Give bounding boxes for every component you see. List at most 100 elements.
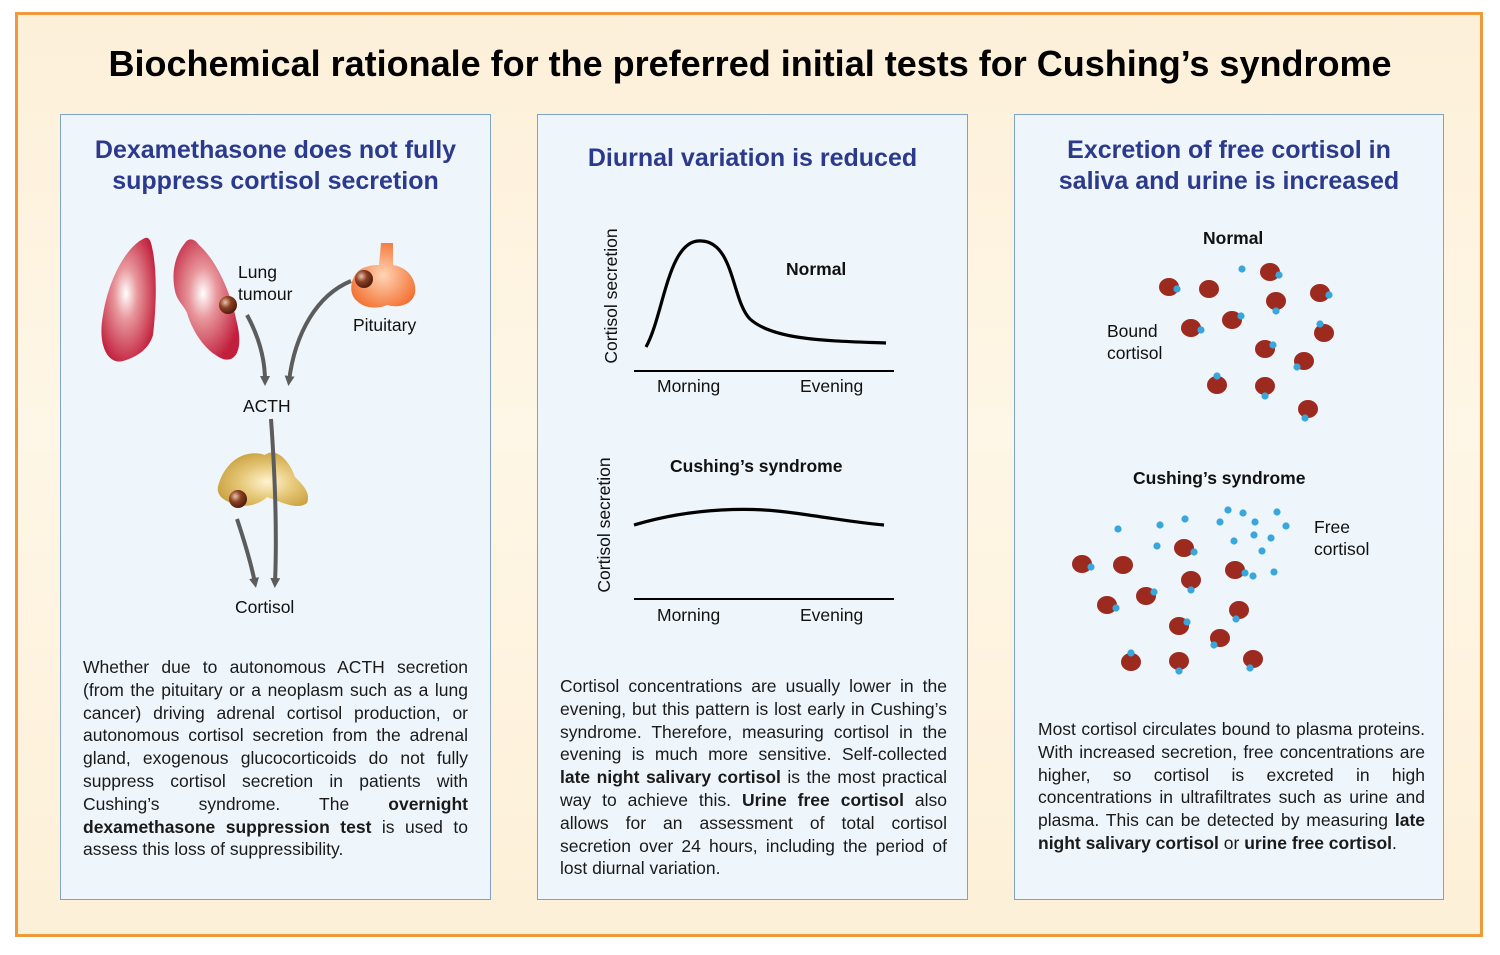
panel-3-title-line-2: saliva and urine is increased — [1058, 167, 1400, 195]
bound-cortisol-dot — [1190, 548, 1198, 556]
free-cortisol-dot — [1181, 515, 1189, 523]
bound-cortisol-dot — [1316, 320, 1324, 328]
plasma-protein-icon — [1169, 652, 1189, 670]
pituitary-icon — [351, 243, 416, 308]
lung-label-line-2: tumour — [238, 284, 293, 304]
free-cortisol-dot — [1251, 518, 1259, 526]
pituitary-label: Pituitary — [353, 315, 417, 335]
free-cortisol-dot — [1114, 525, 1122, 533]
bound-cortisol-dot — [1087, 563, 1095, 571]
arrow-lung-to-acth — [245, 314, 270, 386]
free-cortisol-dot — [1153, 542, 1161, 550]
bound-cortisol-dot — [1213, 372, 1221, 380]
normal-particles — [1159, 263, 1334, 422]
plasma-protein-icon — [1181, 319, 1201, 337]
cushing-morning-label: Morning — [657, 605, 721, 625]
plasma-protein-icon — [1207, 376, 1227, 394]
bound-cortisol-dot — [1197, 326, 1205, 334]
normal-particles-label: Normal — [1203, 228, 1264, 248]
cushing-curve-label: Cushing’s syndrome — [670, 456, 843, 476]
normal-curve — [644, 239, 887, 348]
lung-tumour-icon — [219, 296, 237, 314]
panel-free-cortisol: Excretion of free cortisol in saliva and… — [1014, 114, 1444, 900]
panel-3-desc-bold-2: urine free cortisol — [1244, 832, 1393, 853]
plasma-protein-icon — [1159, 278, 1179, 296]
main-title: Biochemical rationale for the preferred … — [108, 43, 1392, 84]
plasma-protein-icon — [1113, 556, 1133, 574]
cushing-ylabel-anchor: Cortisol secretion — [594, 457, 614, 592]
panel-2-desc-bold-1: late night salivary cortisol — [560, 767, 781, 788]
panel-3-desc-text-2: or — [1218, 832, 1245, 853]
bound-label-line-1: Bound — [1107, 321, 1158, 341]
free-label-line-1: Free — [1314, 517, 1350, 537]
panel-3-desc-text-3: . — [1392, 832, 1397, 853]
free-cortisol-dot — [1249, 572, 1257, 580]
panel-1-title-line-2: suppress cortisol secretion — [112, 167, 439, 195]
adrenal-tumour-icon — [229, 490, 247, 508]
panel-1-title: Dexamethasone does not fully suppress co… — [61, 135, 490, 197]
free-cortisol-dot — [1238, 265, 1246, 273]
bound-cortisol-dot — [1175, 667, 1183, 675]
panel-1-desc-text-1: Whether due to autonomous ACTH secretion… — [83, 657, 468, 814]
bound-cortisol-dot — [1275, 271, 1283, 279]
panel-2-desc-text-2: is the most practical way to achieve thi… — [560, 767, 947, 810]
plasma-protein-icon — [1225, 561, 1245, 579]
panel-2-desc-text-3: also allows for an assessment of total c… — [560, 789, 947, 879]
right-lung-icon — [173, 239, 240, 360]
panel-1-title-line-1: Dexamethasone does not fully — [94, 136, 457, 164]
bound-cortisol-dot — [1187, 586, 1195, 594]
plasma-protein-icon — [1260, 263, 1280, 281]
bound-cortisol-dot — [1246, 664, 1254, 672]
free-cortisol-dot — [1258, 547, 1266, 555]
panel-3-desc-bold-1: late night salivary cortisol — [1038, 810, 1425, 853]
plasma-protein-icon — [1181, 571, 1201, 589]
free-cortisol-dot — [1270, 568, 1278, 576]
free-cortisol-dot — [1282, 522, 1290, 530]
cortisol-particles-diagram — [1072, 263, 1334, 675]
plasma-protein-icon — [1266, 292, 1286, 310]
free-cortisol-dot — [1156, 521, 1164, 529]
bound-label-line-2: cortisol — [1107, 343, 1163, 363]
free-cortisol-dot — [1273, 508, 1281, 516]
arrow-pituitary-to-acth — [284, 279, 352, 386]
normal-ylabel: Cortisol secretion — [601, 228, 621, 364]
plasma-protein-icon — [1229, 601, 1249, 619]
free-cortisol-dot — [1216, 518, 1224, 526]
plasma-protein-icon — [1174, 539, 1194, 557]
bound-cortisol-dot — [1112, 604, 1120, 612]
free-cortisol-dot — [1267, 534, 1275, 542]
free-label-line-2: cortisol — [1314, 539, 1370, 559]
lung-label-line-1: Lung — [238, 262, 277, 282]
panel-1-desc-bold-1: overnight dexamethasone suppression test — [83, 793, 468, 837]
normal-curve-label: Normal — [786, 259, 847, 279]
bound-cortisol-dot — [1150, 588, 1158, 596]
bound-cortisol-dot — [1127, 649, 1135, 657]
cortisol-label: Cortisol — [235, 597, 295, 617]
plasma-protein-icon — [1097, 596, 1117, 614]
cushing-curve — [633, 507, 885, 527]
lung-tumour-label: Lung tumour — [238, 261, 292, 305]
plasma-protein-icon — [1243, 650, 1263, 668]
bound-cortisol-dot — [1183, 618, 1191, 626]
cushing-ylabel: Cortisol secretion — [594, 457, 614, 593]
free-cortisol-label: Free cortisol — [1314, 516, 1369, 560]
left-lung-icon — [101, 237, 156, 362]
hpa-axis-diagram — [101, 237, 416, 588]
panel-2-desc-text-1: Cortisol concentrations are usually lowe… — [560, 676, 947, 765]
bound-cortisol-dot — [1237, 312, 1245, 320]
panel-2-description: Cortisol concentrations are usually lowe… — [560, 675, 947, 880]
plasma-protein-icon — [1121, 653, 1141, 671]
panel-2-title: Diurnal variation is reduced — [587, 144, 918, 172]
free-cortisol-dot — [1250, 531, 1258, 539]
normal-ylabel-anchor: Cortisol secretion — [601, 228, 621, 363]
bound-cortisol-dot — [1173, 285, 1181, 293]
bound-cortisol-dot — [1325, 291, 1333, 299]
arrow-acth-to-cortisol — [269, 418, 281, 588]
cushing-evening-label: Evening — [800, 605, 864, 625]
bound-cortisol-dot — [1210, 641, 1218, 649]
plasma-protein-icon — [1314, 324, 1334, 342]
free-cortisol-dot — [1239, 509, 1247, 517]
cushing-particles — [1072, 506, 1290, 675]
bound-cortisol-dot — [1241, 569, 1249, 577]
panel-3-title: Excretion of free cortisol in saliva and… — [1015, 135, 1443, 197]
